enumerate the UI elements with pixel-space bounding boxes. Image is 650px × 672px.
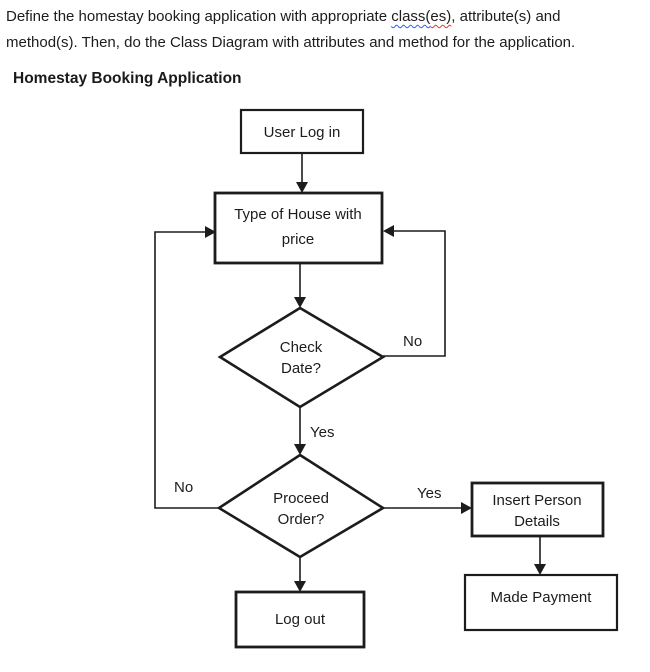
flowchart-edge-labels: No Yes No Yes (174, 333, 441, 502)
node-user-login-label: User Log in (264, 124, 341, 141)
spellcheck-underline-blue: class( (391, 8, 431, 25)
node-type-house-label-line2: price (282, 231, 315, 248)
node-check-date: Check Date? (217, 306, 386, 409)
node-log-out: Log out (234, 590, 366, 649)
question-line-2: method(s). Then, do the Class Diagram wi… (6, 34, 576, 51)
question-line1-post: , attribute(s) and (451, 8, 561, 25)
flowchart-edges (154, 154, 546, 592)
node-log-out-label: Log out (275, 611, 326, 628)
node-check-date-label-line2: Date? (281, 360, 321, 377)
node-log-out-shape (234, 590, 366, 649)
arrowhead-checkdate-no-loop (383, 225, 394, 237)
node-proceed-order-shape (216, 453, 386, 559)
node-user-login-shape (239, 108, 365, 155)
node-proceed-order: Proceed Order? (216, 453, 386, 559)
node-insert-person: Insert Person Details (470, 481, 605, 538)
arrowhead-proceed-to-logout (294, 581, 306, 592)
question-line-1: Define the homestay booking application … (6, 4, 575, 30)
node-insert-person-label-line2: Details (514, 513, 560, 530)
node-insert-person-shape (470, 481, 605, 538)
arrowhead-proceed-no-loop (205, 226, 216, 238)
flowchart-nodes: User Log in Type of House with price Che… (213, 108, 619, 649)
arrowhead-login-to-house (296, 182, 308, 193)
node-user-login: User Log in (239, 108, 365, 155)
arrowhead-insert-to-payment (534, 564, 546, 575)
node-proceed-order-label-line1: Proceed (273, 490, 329, 507)
node-type-house-shape (213, 191, 384, 265)
label-proceed-no: No (174, 479, 193, 496)
diagram-title: Homestay Booking Application (13, 70, 242, 87)
node-proceed-order-label-line2: Order? (278, 511, 325, 528)
node-made-payment: Made Payment (463, 573, 619, 632)
node-type-house-label-line1: Type of House with (234, 206, 362, 223)
arrowhead-house-to-checkdate (294, 297, 306, 308)
node-insert-person-label-line1: Insert Person (492, 492, 581, 509)
label-proceed-yes: Yes (417, 485, 441, 502)
edge-checkdate-no-loop (383, 230, 446, 357)
spellcheck-underline-red: es) (430, 8, 452, 25)
label-checkdate-no: No (403, 333, 422, 350)
question-line1-pre: Define the homestay booking application … (6, 8, 392, 25)
node-type-house: Type of House with price (213, 191, 384, 265)
question-text: Define the homestay booking application … (6, 4, 575, 56)
node-check-date-label-line1: Check (280, 339, 323, 356)
node-made-payment-label: Made Payment (491, 589, 593, 606)
arrowhead-proceed-yes (461, 502, 472, 514)
label-checkdate-yes: Yes (310, 424, 334, 441)
node-made-payment-shape (463, 573, 619, 632)
arrowhead-checkdate-yes (294, 444, 306, 455)
node-check-date-shape (217, 306, 386, 409)
edge-proceed-no-loop (154, 231, 219, 509)
